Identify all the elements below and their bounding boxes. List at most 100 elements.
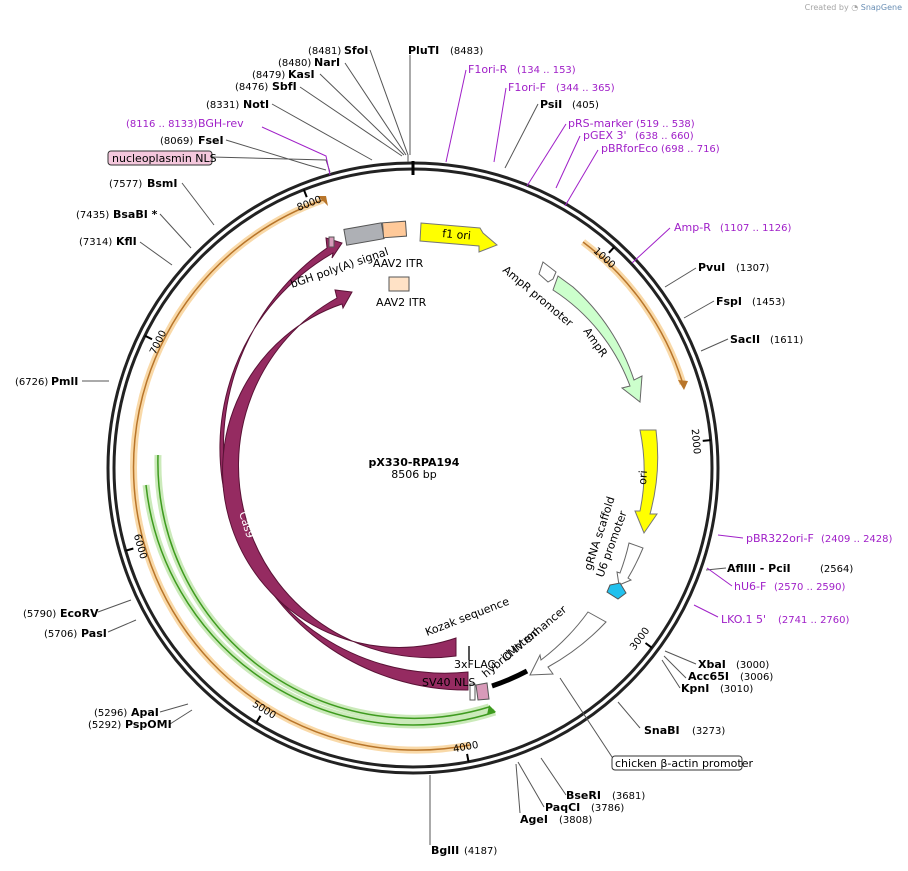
backbone <box>106 161 720 775</box>
primer-leaders <box>261 69 744 618</box>
tick-mark <box>608 246 616 254</box>
cas9-outer-arrow <box>219 237 469 691</box>
f1orir-leader <box>445 69 467 163</box>
orange-arc-left-head <box>318 196 328 206</box>
snapgene-credit: Created by ◔ SnapGene <box>805 3 902 12</box>
bghrev-leader <box>261 126 331 176</box>
plasmid-name: pX330-RPA194 <box>369 456 460 469</box>
xbai-pos: (3000) <box>736 660 769 671</box>
plasmid-length: 8506 bp <box>391 468 436 481</box>
bglii-pos: (4187) <box>464 846 497 857</box>
aav2-itr-top-label: AAV2 ITR <box>373 257 424 270</box>
ecorv-name: EcoRV <box>60 607 99 620</box>
sacii-leader <box>700 338 729 352</box>
fsei-pos: (8069) <box>160 136 193 147</box>
ampr-arrow <box>552 275 643 403</box>
sbfi-pos: (8476) <box>235 82 268 93</box>
apai-pos: (5296) <box>94 708 127 719</box>
ori-arrow <box>634 429 659 535</box>
f1orif-name: F1ori-F <box>508 81 546 94</box>
grna-scaffold-marker <box>606 582 627 600</box>
flag-label: 3xFLAG <box>454 658 496 671</box>
kasi-name: KasI <box>288 68 315 81</box>
agei-pos: (3808) <box>559 815 592 826</box>
tick-mark <box>466 753 470 762</box>
kfli-name: KflI <box>116 235 137 248</box>
u6-promoter-arrow <box>616 542 644 586</box>
hu6f-name: hU6-F <box>734 580 766 593</box>
psii-name: PsiI <box>540 98 562 111</box>
sfoi-leader <box>369 49 409 162</box>
pgex-pos: (638 .. 660) <box>635 131 694 142</box>
f1orir-name: F1ori-R <box>468 63 508 76</box>
tick-label: 2000 <box>689 428 702 454</box>
paqci-pos: (3786) <box>591 803 624 814</box>
pluti-pos: (8483) <box>450 46 483 57</box>
bsabi-name: BsaBI * <box>113 208 158 221</box>
f1orif-leader <box>493 87 507 163</box>
bghrev-pos: (8116 .. 8133) <box>126 119 198 130</box>
green-arc-inner-core <box>145 484 496 726</box>
nucleoplasmin-box <box>107 150 213 166</box>
sfoi-pos: (8481) <box>308 46 341 57</box>
agei-name: AgeI <box>520 813 548 826</box>
kfli-leader <box>139 241 173 266</box>
kpni-leader <box>661 659 681 689</box>
pbrforeco-name: pBRforEco <box>601 142 658 155</box>
aav2-itr-inner-box <box>388 276 410 292</box>
tick-label: 8000 <box>296 194 324 214</box>
aav2-itr-inner-label: AAV2 ITR <box>376 296 427 309</box>
pvui-name: PvuI <box>698 261 725 274</box>
nucleoplasmin-leader <box>211 156 331 173</box>
bsmi-pos: (7577) <box>109 179 142 190</box>
pbrforeco-pos: (698 .. 716) <box>661 144 720 155</box>
f1orif-pos: (344 .. 365) <box>556 83 615 94</box>
bseri-leader <box>540 757 567 796</box>
hu6f-leader <box>706 567 733 587</box>
bsabi-pos: (7435) <box>76 210 109 221</box>
pvui-leader <box>664 267 697 288</box>
chicken-leader <box>559 677 615 761</box>
sv40-label: SV40 NLS <box>422 676 475 689</box>
pbrforeco-leader <box>564 149 599 207</box>
fsei-leader <box>225 139 327 171</box>
pspomi-name: PspOMI <box>125 718 172 731</box>
tick-mark <box>644 642 653 649</box>
tick-mark <box>302 189 308 198</box>
acc65i-pos: (3006) <box>740 672 773 683</box>
bgh-polya-box <box>343 222 385 246</box>
bseri-pos: (3681) <box>612 791 645 802</box>
ori-label: ori <box>636 470 650 485</box>
bseri-name: BseRI <box>566 789 601 802</box>
noti-pos: (8331) <box>206 100 239 111</box>
psii-leader <box>504 103 539 169</box>
lko-leader <box>693 604 719 618</box>
kasi-leader <box>319 73 405 156</box>
apai-name: ApaI <box>131 706 159 719</box>
green-arc-head <box>487 705 496 715</box>
bghrev-name: BGH-rev <box>198 117 244 130</box>
credit-prefix: Created by <box>804 3 849 12</box>
orange-arc-left-core <box>132 199 471 751</box>
nls-small-box <box>328 236 335 248</box>
flag-box <box>469 683 476 701</box>
sacii-name: SacII <box>730 333 760 346</box>
aav2-itr-top-box <box>382 220 408 239</box>
acc65i-leader <box>663 655 687 679</box>
orange-arc-right-head <box>678 380 688 390</box>
tick-mark <box>144 334 153 341</box>
pspomi-leader <box>169 709 193 725</box>
tick-mark <box>255 715 262 724</box>
snabi-pos: (3273) <box>692 726 725 737</box>
paqci-leader <box>517 761 545 808</box>
prsmarker-pos: (519 .. 538) <box>636 119 695 130</box>
snapgene-logo-icon: ◔ <box>851 3 859 12</box>
pvui-pos: (1307) <box>736 263 769 274</box>
acc65i-name: Acc65I <box>688 670 729 683</box>
credit-brand: SnapGene <box>860 3 902 12</box>
snabi-leader <box>617 701 641 729</box>
paqci-name: PaqCI <box>545 801 580 814</box>
sbfi-leader <box>299 86 403 157</box>
primer-labels: (8116 .. 8133) BGH-rev F1ori-R (134 .. 1… <box>126 63 893 626</box>
